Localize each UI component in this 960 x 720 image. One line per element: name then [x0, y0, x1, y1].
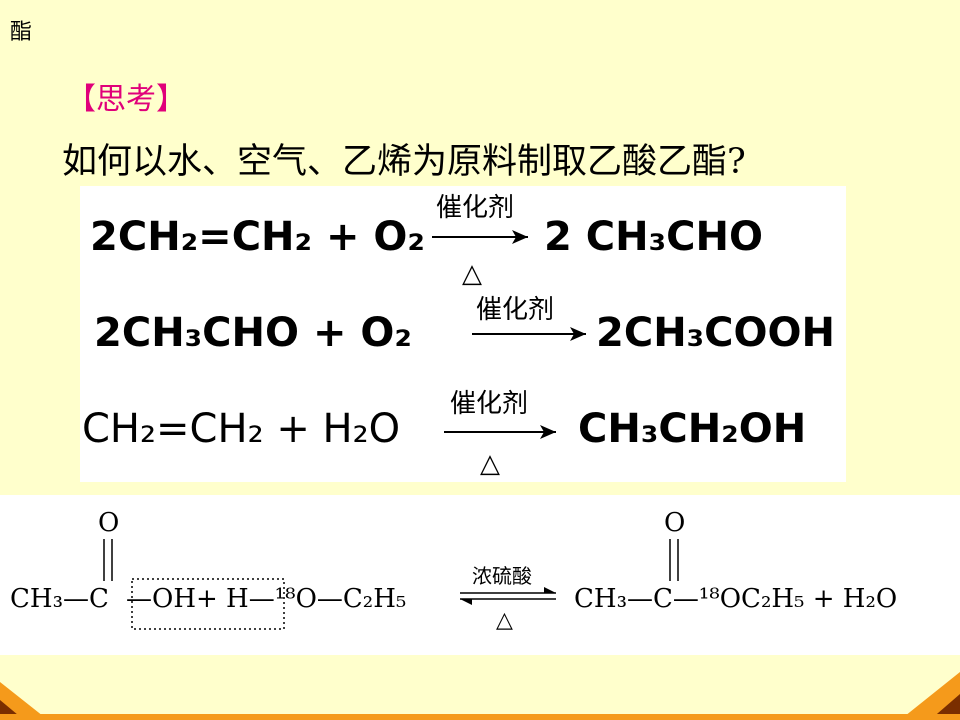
- lhs-oh: —OH: [126, 584, 196, 614]
- ester-catalyst: 浓硫酸: [472, 564, 532, 588]
- bottom-stripe: [0, 714, 960, 720]
- reverse-arrowhead: [460, 599, 472, 605]
- lhs-carbonyl-oxygen: O: [98, 508, 119, 538]
- rhs-carbonyl-oxygen: O: [664, 508, 685, 538]
- reaction-2-left: 2CH₃CHO + O₂: [94, 310, 412, 356]
- right-corner-decoration: [900, 672, 960, 720]
- reaction-1-right: 2 CH₃CHO: [544, 214, 763, 260]
- lhs-acid: CH₃—C: [10, 584, 109, 614]
- lhs-rest: + H—¹⁸O—C₂H₅: [196, 584, 406, 614]
- reaction-2-catalyst: 催化剂: [476, 295, 554, 325]
- reaction-3-arrowhead: [540, 425, 556, 439]
- esterification-svg: O CH₃—C —OH + H—¹⁸O—C₂H₅ 浓硫酸 △ O CH₃—C—¹…: [10, 508, 897, 633]
- ester-condition: △: [496, 608, 513, 633]
- reaction-2-arrowhead: [570, 327, 586, 341]
- corner-title: 酯: [10, 20, 33, 45]
- esterification-panel: O CH₃—C —OH + H—¹⁸O—C₂H₅ 浓硫酸 △ O CH₃—C—¹…: [0, 495, 960, 655]
- reaction-1-catalyst: 催化剂: [436, 193, 514, 223]
- oh-dotted-box: [131, 578, 285, 630]
- forward-arrowhead: [544, 587, 556, 593]
- reaction-3-condition: △: [480, 449, 500, 479]
- reaction-1-condition: △: [462, 259, 482, 289]
- left-corner-decoration: [0, 682, 48, 720]
- reaction-2-right: 2CH₃COOH: [596, 310, 835, 356]
- reaction-1-left: 2CH₂=CH₂ + O₂: [90, 214, 425, 260]
- question-text: 如何以水、空气、乙烯为原料制取乙酸乙酯?: [62, 142, 746, 182]
- reaction-1-arrowhead: [512, 230, 528, 244]
- think-label: 【思考】: [66, 82, 186, 117]
- reaction-3-right: CH₃CH₂OH: [578, 406, 806, 452]
- equation-panel: 2CH₂=CH₂ + O₂ 催化剂 △ 2 CH₃CHO 2CH₃CHO + O…: [80, 186, 846, 482]
- reaction-3-left: CH₂=CH₂ + H₂O: [82, 406, 400, 452]
- rhs-products: CH₃—C—¹⁸OC₂H₅ + H₂O: [574, 584, 897, 614]
- equation-svg: 2CH₂=CH₂ + O₂ 催化剂 △ 2 CH₃CHO 2CH₃CHO + O…: [82, 193, 835, 479]
- reaction-3-catalyst: 催化剂: [450, 389, 528, 419]
